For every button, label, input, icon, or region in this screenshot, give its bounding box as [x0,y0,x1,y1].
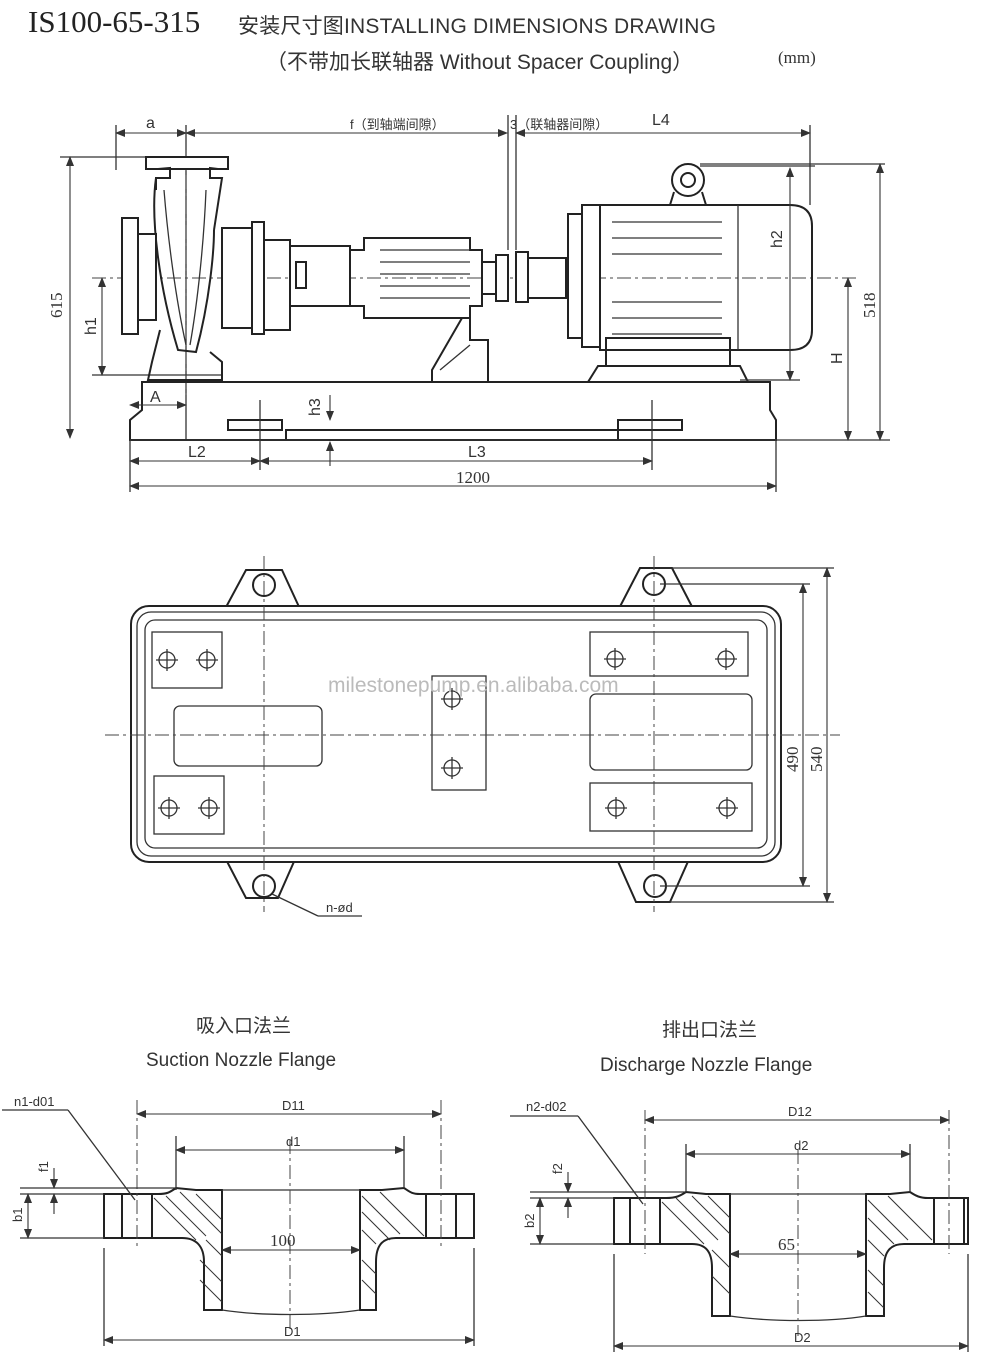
label-d2: d2 [794,1138,808,1153]
discharge-title-en: Discharge Nozzle Flange [600,1055,812,1076]
suction-flange-section: 吸入口法兰 Suction Nozzle Flange [2,1015,475,1346]
label-L2: L2 [188,444,206,461]
bearing-housing [349,237,483,319]
drawing-title: 安装尺寸图INSTALLING DIMENSIONS DRAWING [238,15,717,38]
label-f: f（到轴端间隙） [350,117,445,132]
label-n2-d02: n2-d02 [526,1099,566,1114]
side-view: a f（到轴端间隙） 3（联轴器间隙） L4 615 h1 [47,112,890,492]
label-d1: d1 [286,1134,300,1149]
label-f1: f1 [36,1161,51,1172]
label-518: 518 [860,293,879,319]
title-block: IS100-65-315 安装尺寸图INSTALLING DIMENSIONS … [0,0,1000,80]
label-bore-100: 100 [270,1231,296,1250]
label-b1: b1 [10,1208,25,1222]
bolt-holes [156,648,738,819]
motor-body [599,204,813,351]
label-D2: D2 [794,1330,811,1345]
watermark: milestonepump.en.alibaba.com [328,674,619,697]
label-n1-d01: n1-d01 [14,1094,54,1109]
label-A: A [150,389,161,406]
drawing-subtitle: （不带加长联轴器 Without Spacer Coupling） [266,51,694,74]
suction-title-en: Suction Nozzle Flange [146,1050,336,1071]
label-f2: f2 [550,1163,565,1174]
discharge-flange-section: 排出口法兰 Discharge Nozzle Flange D12 [510,1019,969,1352]
label-D1: D1 [284,1324,301,1339]
label-h3: h3 [307,398,324,416]
label-h1: h1 [83,317,100,335]
label-1200: 1200 [456,468,490,487]
pump-volute [153,177,215,354]
label-D12: D12 [788,1104,812,1119]
label-D11: D11 [282,1098,305,1113]
coupling-half-motor [515,251,529,303]
label-a: a [146,115,155,132]
discharge-flange [145,156,229,170]
label-L3: L3 [468,444,486,461]
suction-flange [121,217,139,335]
label-540: 540 [807,747,826,773]
label-bore-65: 65 [778,1235,795,1254]
unit-label: (mm) [778,48,816,67]
coupling-half-pump [495,254,509,302]
model-number: IS100-65-315 [28,4,201,39]
baseplate-plan [130,605,782,863]
plan-view: milestonepump.en.alibaba.com 490 540 n-ø… [105,556,840,917]
label-615: 615 [47,293,66,319]
label-b2: b2 [522,1214,537,1228]
label-490: 490 [783,747,802,773]
label-L4: L4 [652,112,670,129]
discharge-title-cn: 排出口法兰 [662,1019,757,1041]
label-coupling-gap: 3（联轴器间隙） [510,117,608,132]
label-H: H [829,352,846,364]
label-h2: h2 [769,230,786,248]
label-n-od: n-ød [326,900,353,915]
suction-title-cn: 吸入口法兰 [196,1015,291,1037]
